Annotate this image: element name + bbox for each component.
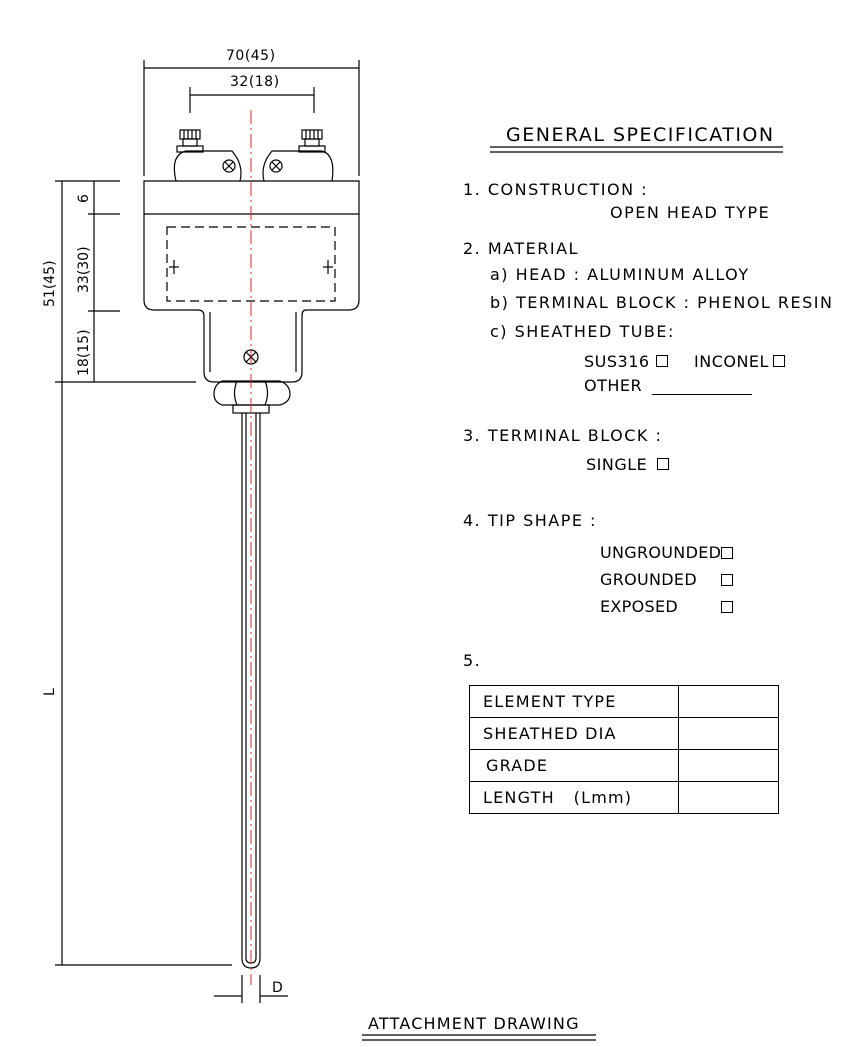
dim-height-top: 6 — [76, 194, 92, 203]
table-value-length[interactable] — [678, 781, 779, 814]
table-label-length: LENGTH (Lmm) — [469, 781, 679, 814]
grounded-checkbox[interactable] — [721, 574, 733, 586]
terminal-block-left — [173, 150, 242, 182]
other-input-line[interactable] — [652, 382, 753, 395]
spec-title: GENERAL SPECIFICATION — [506, 124, 775, 146]
table-label-grade: GRADE — [469, 749, 679, 782]
head-housing — [143, 180, 360, 383]
terminal-single: SINGLE — [586, 455, 670, 474]
tip-ungrounded-label: UNGROUNDED — [600, 543, 722, 562]
tip-exposed-label: EXPOSED — [600, 597, 678, 616]
table-row: ELEMENT TYPE — [469, 685, 779, 718]
terminal-single-label: SINGLE — [586, 455, 648, 474]
item5-label: 5. — [463, 651, 482, 670]
material-terminal-block: b) TERMINAL BLOCK : PHENOL RESIN — [490, 293, 834, 312]
table-label-sheathed-dia: SHEATHED DIA — [469, 717, 679, 750]
dim-length: L — [42, 688, 58, 696]
table-value-grade[interactable] — [678, 749, 779, 782]
table-value-element-type[interactable] — [678, 685, 779, 718]
dim-height-lines — [55, 180, 232, 966]
terminal-label: 3. TERMINAL BLOCK : — [463, 426, 663, 445]
tip-label: 4. TIP SHAPE : — [463, 511, 597, 530]
dim-width-outer: 70(45) — [226, 48, 276, 64]
option-inconel: INCONEL — [694, 352, 785, 371]
tip-grounded-label: GROUNDED — [600, 570, 697, 589]
construction-value: OPEN HEAD TYPE — [610, 203, 771, 222]
material-head: a) HEAD : ALUMINUM ALLOY — [490, 265, 750, 284]
dim-width-inner-lines — [189, 87, 315, 113]
dim-height-bottom: 18(15) — [76, 329, 92, 376]
dim-diameter-lines — [214, 975, 288, 1003]
hex-nut — [213, 380, 291, 414]
terminal-block-right — [262, 150, 334, 182]
option-sus316: SUS316 — [584, 352, 668, 371]
dim-height-mid: 33(30) — [76, 246, 92, 293]
terminal-screw-left — [176, 129, 204, 153]
sus316-checkbox[interactable] — [655, 354, 668, 367]
dim-width-inner: 32(18) — [230, 74, 280, 90]
option-other-label: OTHER — [584, 376, 643, 395]
table-row: SHEATHED DIA — [469, 717, 779, 750]
sheath-tube — [241, 413, 261, 969]
spec-table: ELEMENT TYPE SHEATHED DIA GRADE LENGTH (… — [469, 685, 779, 814]
material-label: 2. MATERIAL — [463, 239, 579, 258]
table-row: LENGTH (Lmm) — [469, 781, 779, 814]
option-inconel-label: INCONEL — [694, 352, 769, 371]
inconel-checkbox[interactable] — [772, 354, 785, 367]
terminal-screw-right — [298, 129, 326, 153]
dim-width-outer-lines — [143, 60, 360, 176]
table-row: GRADE — [469, 749, 779, 782]
ungrounded-checkbox[interactable] — [721, 547, 733, 559]
option-other: OTHER — [584, 376, 753, 395]
dim-diameter: D — [272, 980, 284, 996]
option-sus316-label: SUS316 — [584, 352, 650, 371]
exposed-checkbox[interactable] — [721, 601, 733, 613]
construction-label: 1. CONSTRUCTION : — [463, 180, 649, 199]
single-checkbox[interactable] — [657, 457, 670, 470]
caption: ATTACHMENT DRAWING — [368, 1014, 580, 1033]
table-value-sheathed-dia[interactable] — [678, 717, 779, 750]
table-label-element-type: ELEMENT TYPE — [469, 685, 679, 718]
dim-height-total: 51(45) — [42, 260, 58, 307]
material-sheathed-tube: c) SHEATHED TUBE: — [490, 322, 675, 341]
